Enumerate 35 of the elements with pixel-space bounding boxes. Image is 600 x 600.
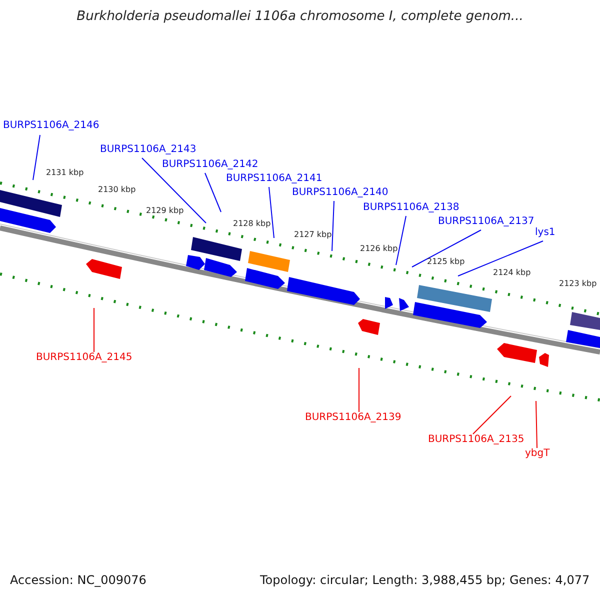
gene-label: BURPS1106A_2139 <box>305 412 402 424</box>
gene-label: BURPS1106A_2146 <box>3 120 100 132</box>
leader-line <box>396 216 406 266</box>
scale-label: 2126 kbp <box>360 244 398 254</box>
leader-line <box>142 158 206 224</box>
gene-label: BURPS1106A_2135 <box>428 434 524 446</box>
leader-line <box>268 186 274 238</box>
scale-label: 2129 kbp <box>146 206 184 216</box>
gene-label: BURPS1106A_2145 <box>36 352 132 364</box>
leader-line <box>536 400 538 448</box>
gene-label: BURPS1106A_2143 <box>100 144 196 156</box>
leader-line <box>412 230 482 268</box>
gene-label: BURPS1106A_2141 <box>226 173 322 184</box>
footer-text: Accession: NC_009076 <box>10 574 146 588</box>
leader-line <box>32 134 40 180</box>
gene-label: BURPS1106A_2140 <box>292 187 388 198</box>
scale-label: 2130 kbp <box>98 185 136 194</box>
leader-line <box>358 368 360 412</box>
leader-line <box>458 240 544 276</box>
gene-label: lys1 <box>535 227 556 238</box>
diagram-title: Burkholderia pseudomallei 1106a chromosome I, complete genom... <box>76 10 524 25</box>
scale-label: 2123 kbp <box>559 279 597 288</box>
scale-label: 2127 kbp <box>294 230 332 240</box>
leader-line <box>332 200 334 252</box>
gene-label: BURPS1106A_2138 <box>363 202 460 214</box>
scale-label: 2131 kbp <box>46 168 84 178</box>
scale-label: 2128 kbp <box>233 219 271 228</box>
gene-label: ybgT <box>525 448 550 460</box>
footer-text: Topology: circular; Length: 3,988,455 bp; Genes: 4,077 <box>260 574 590 588</box>
leader-line <box>204 172 222 212</box>
scale-label: 2125 kbp <box>427 257 465 266</box>
leader-line <box>472 396 512 434</box>
gene-label: BURPS1106A_2137 <box>438 216 534 228</box>
gene-label: BURPS1106A_2142 <box>162 159 258 170</box>
scale-label: 2124 kbp <box>493 268 531 278</box>
